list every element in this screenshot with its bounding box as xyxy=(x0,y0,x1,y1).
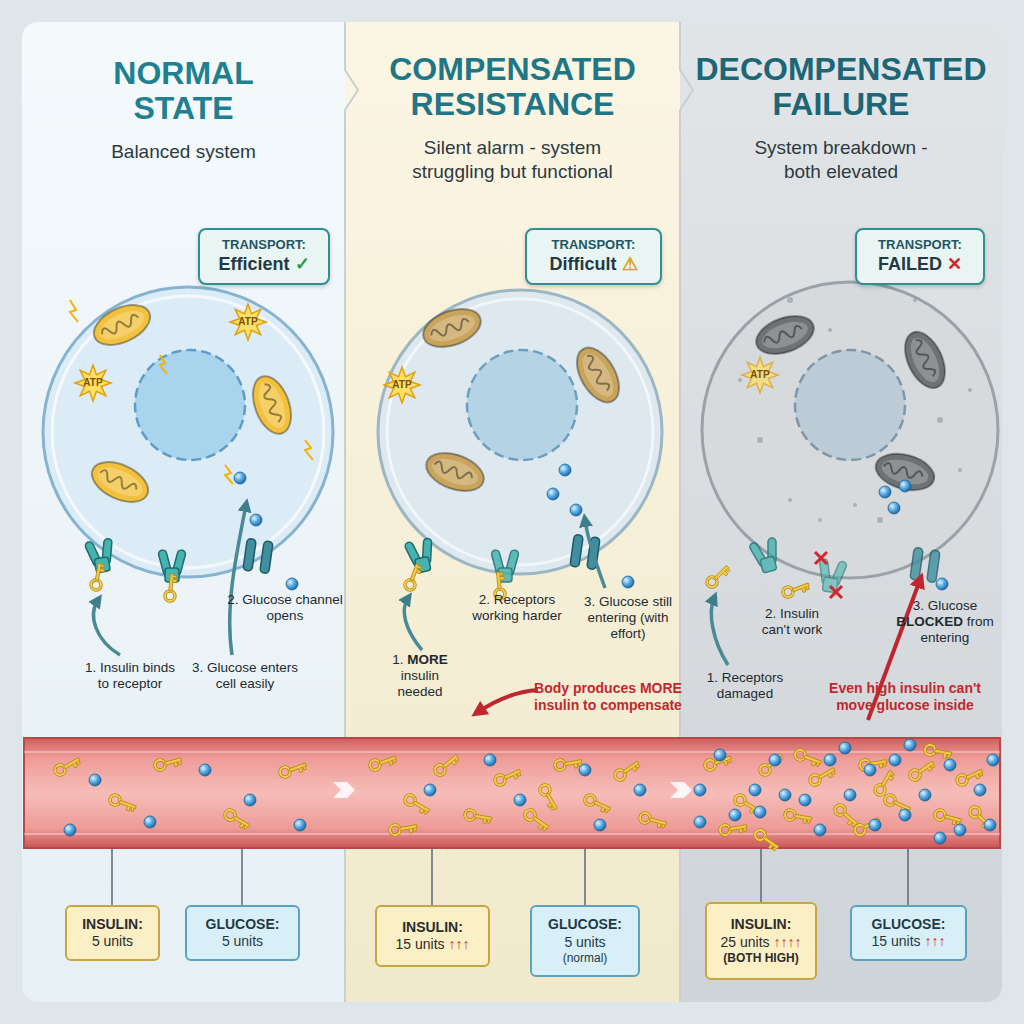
text-run: 5 units xyxy=(92,933,133,949)
status-callout: TRANSPORT: Efficient ✓ xyxy=(198,228,330,285)
text-run: ↑↑↑↑ xyxy=(773,934,801,950)
level-name: INSULIN: xyxy=(82,916,143,934)
text-run: INSULIN: xyxy=(82,916,143,932)
text-run: ↑↑↑ xyxy=(448,936,469,952)
callout-heading: TRANSPORT: xyxy=(222,237,306,254)
panel-heading: DECOMPENSATED FAILURE xyxy=(691,52,991,122)
panel-subtitle: Silent alarm - system struggling but fun… xyxy=(388,136,638,184)
text-run: TRANSPORT: xyxy=(222,237,306,252)
panel-heading: COMPENSATED RESISTANCE xyxy=(353,52,673,122)
energy-label: ATP xyxy=(76,377,110,389)
text-run: 25 units xyxy=(721,934,774,950)
level-name: INSULIN: xyxy=(402,919,463,937)
stage-panel: NORMAL STATE Balanced systemTRANSPORT: Eff… xyxy=(22,22,345,1002)
panel-subtitle: System breakdown - both elevated xyxy=(741,136,941,184)
stage-panel: COMPENSATED RESISTANCE Silent alarm - sys… xyxy=(345,22,680,1002)
text-run: 15 units xyxy=(396,936,449,952)
text-run: ✓ xyxy=(295,254,310,274)
text-run: 3. Glucose still entering (with effort) xyxy=(584,594,672,641)
callout-status: Difficult ⚠ xyxy=(550,254,638,276)
text-run: TRANSPORT: xyxy=(552,237,636,252)
text-run: GLUCOSE: xyxy=(872,916,946,932)
level-name: GLUCOSE: xyxy=(548,916,622,934)
text-run: 2. Receptors working harder xyxy=(472,592,561,623)
insulin-level-box: INSULIN: 25 units ↑↑↑↑(BOTH HIGH) xyxy=(705,902,817,980)
level-value: 5 units xyxy=(92,933,133,951)
step-label: 2. Insulin can't work xyxy=(750,606,834,638)
text-run: INSULIN: xyxy=(402,919,463,935)
text-run: GLUCOSE: xyxy=(206,916,280,932)
stage-panel: DECOMPENSATED FAILURE System breakdown - … xyxy=(680,22,1002,1002)
alert-note: Even high insulin can't move glucose ins… xyxy=(825,680,985,714)
text-run: 15 units xyxy=(872,933,925,949)
level-note: (BOTH HIGH) xyxy=(723,951,798,966)
text-run: MORE xyxy=(407,652,448,667)
text-run: Efficient xyxy=(218,254,294,274)
panel-divider xyxy=(345,22,693,1002)
callout-status: FAILED ✕ xyxy=(878,254,962,276)
level-value: 15 units ↑↑↑ xyxy=(872,933,946,951)
text-run: Difficult xyxy=(550,254,622,274)
text-run: 2. Insulin can't work xyxy=(762,606,822,637)
callout-heading: TRANSPORT: xyxy=(552,237,636,254)
glucose-level-box: GLUCOSE:5 units xyxy=(185,905,300,961)
text-run: TRANSPORT: xyxy=(878,237,962,252)
text-run: ✕ xyxy=(947,254,962,274)
text-run: 1. Insulin binds to receptor xyxy=(85,660,175,691)
text-run: ⚠ xyxy=(622,254,638,274)
text-run: 1. xyxy=(392,652,407,667)
step-label: 3. Glucose BLOCKED from entering xyxy=(890,598,1000,647)
text-run: 5 units xyxy=(222,933,263,949)
text-run: 3. Glucose xyxy=(913,598,978,613)
text-run: GLUCOSE: xyxy=(548,916,622,932)
glucose-level-box: GLUCOSE:15 units ↑↑↑ xyxy=(850,905,967,961)
level-note: (normal) xyxy=(563,951,608,966)
text-run: 5 units xyxy=(564,934,605,950)
text-run: 3. Glucose enters cell easily xyxy=(192,660,298,691)
insulin-level-box: INSULIN:15 units ↑↑↑ xyxy=(375,905,490,967)
status-callout: TRANSPORT: Difficult ⚠ xyxy=(525,228,662,285)
panel-heading: NORMAL STATE xyxy=(64,56,304,126)
text-run: ↑↑↑ xyxy=(924,933,945,949)
status-callout: TRANSPORT: FAILED ✕ xyxy=(855,228,985,285)
panel-subtitle: Balanced system xyxy=(34,140,334,164)
alert-note: Body produces MORE insulin to compensate xyxy=(533,680,683,714)
step-label: 3. Glucose still entering (with effort) xyxy=(576,594,680,643)
callout-heading: TRANSPORT: xyxy=(878,237,962,254)
energy-label: ATP xyxy=(385,379,419,391)
text-run: FAILED xyxy=(878,254,947,274)
step-label: 1. Insulin binds to receptor xyxy=(83,660,178,692)
level-value: 5 units xyxy=(222,933,263,951)
step-label: 3. Glucose enters cell easily xyxy=(190,660,300,692)
callout-status: Efficient ✓ xyxy=(218,254,309,276)
text-run: 1. Receptors damaged xyxy=(707,670,784,701)
level-value: 15 units ↑↑↑ xyxy=(396,936,470,954)
glucose-level-box: GLUCOSE: 5 units(normal) xyxy=(530,905,640,977)
level-value: 5 units xyxy=(564,934,605,952)
text-run: (BOTH HIGH) xyxy=(723,951,798,965)
step-label: 1. Receptors damaged xyxy=(698,670,793,702)
text-run: INSULIN: xyxy=(731,916,792,932)
step-label: 1. MORE insulin needed xyxy=(379,652,461,701)
energy-label: ATP xyxy=(743,369,777,381)
level-name: GLUCOSE: xyxy=(206,916,280,934)
level-name: GLUCOSE: xyxy=(872,916,946,934)
step-label: 2. Receptors working harder xyxy=(462,592,572,624)
text-run: BLOCKED xyxy=(896,614,963,629)
text-run: insulin needed xyxy=(397,668,442,699)
text-run: (normal) xyxy=(563,951,608,965)
insulin-level-box: INSULIN:5 units xyxy=(65,905,160,961)
level-name: INSULIN: xyxy=(731,916,792,934)
text-run: 2. Glucose channel opens xyxy=(227,592,343,623)
level-value: 25 units ↑↑↑↑ xyxy=(721,934,802,952)
energy-label: ATP xyxy=(231,316,265,328)
step-label: 2. Glucose channel opens xyxy=(225,592,345,624)
